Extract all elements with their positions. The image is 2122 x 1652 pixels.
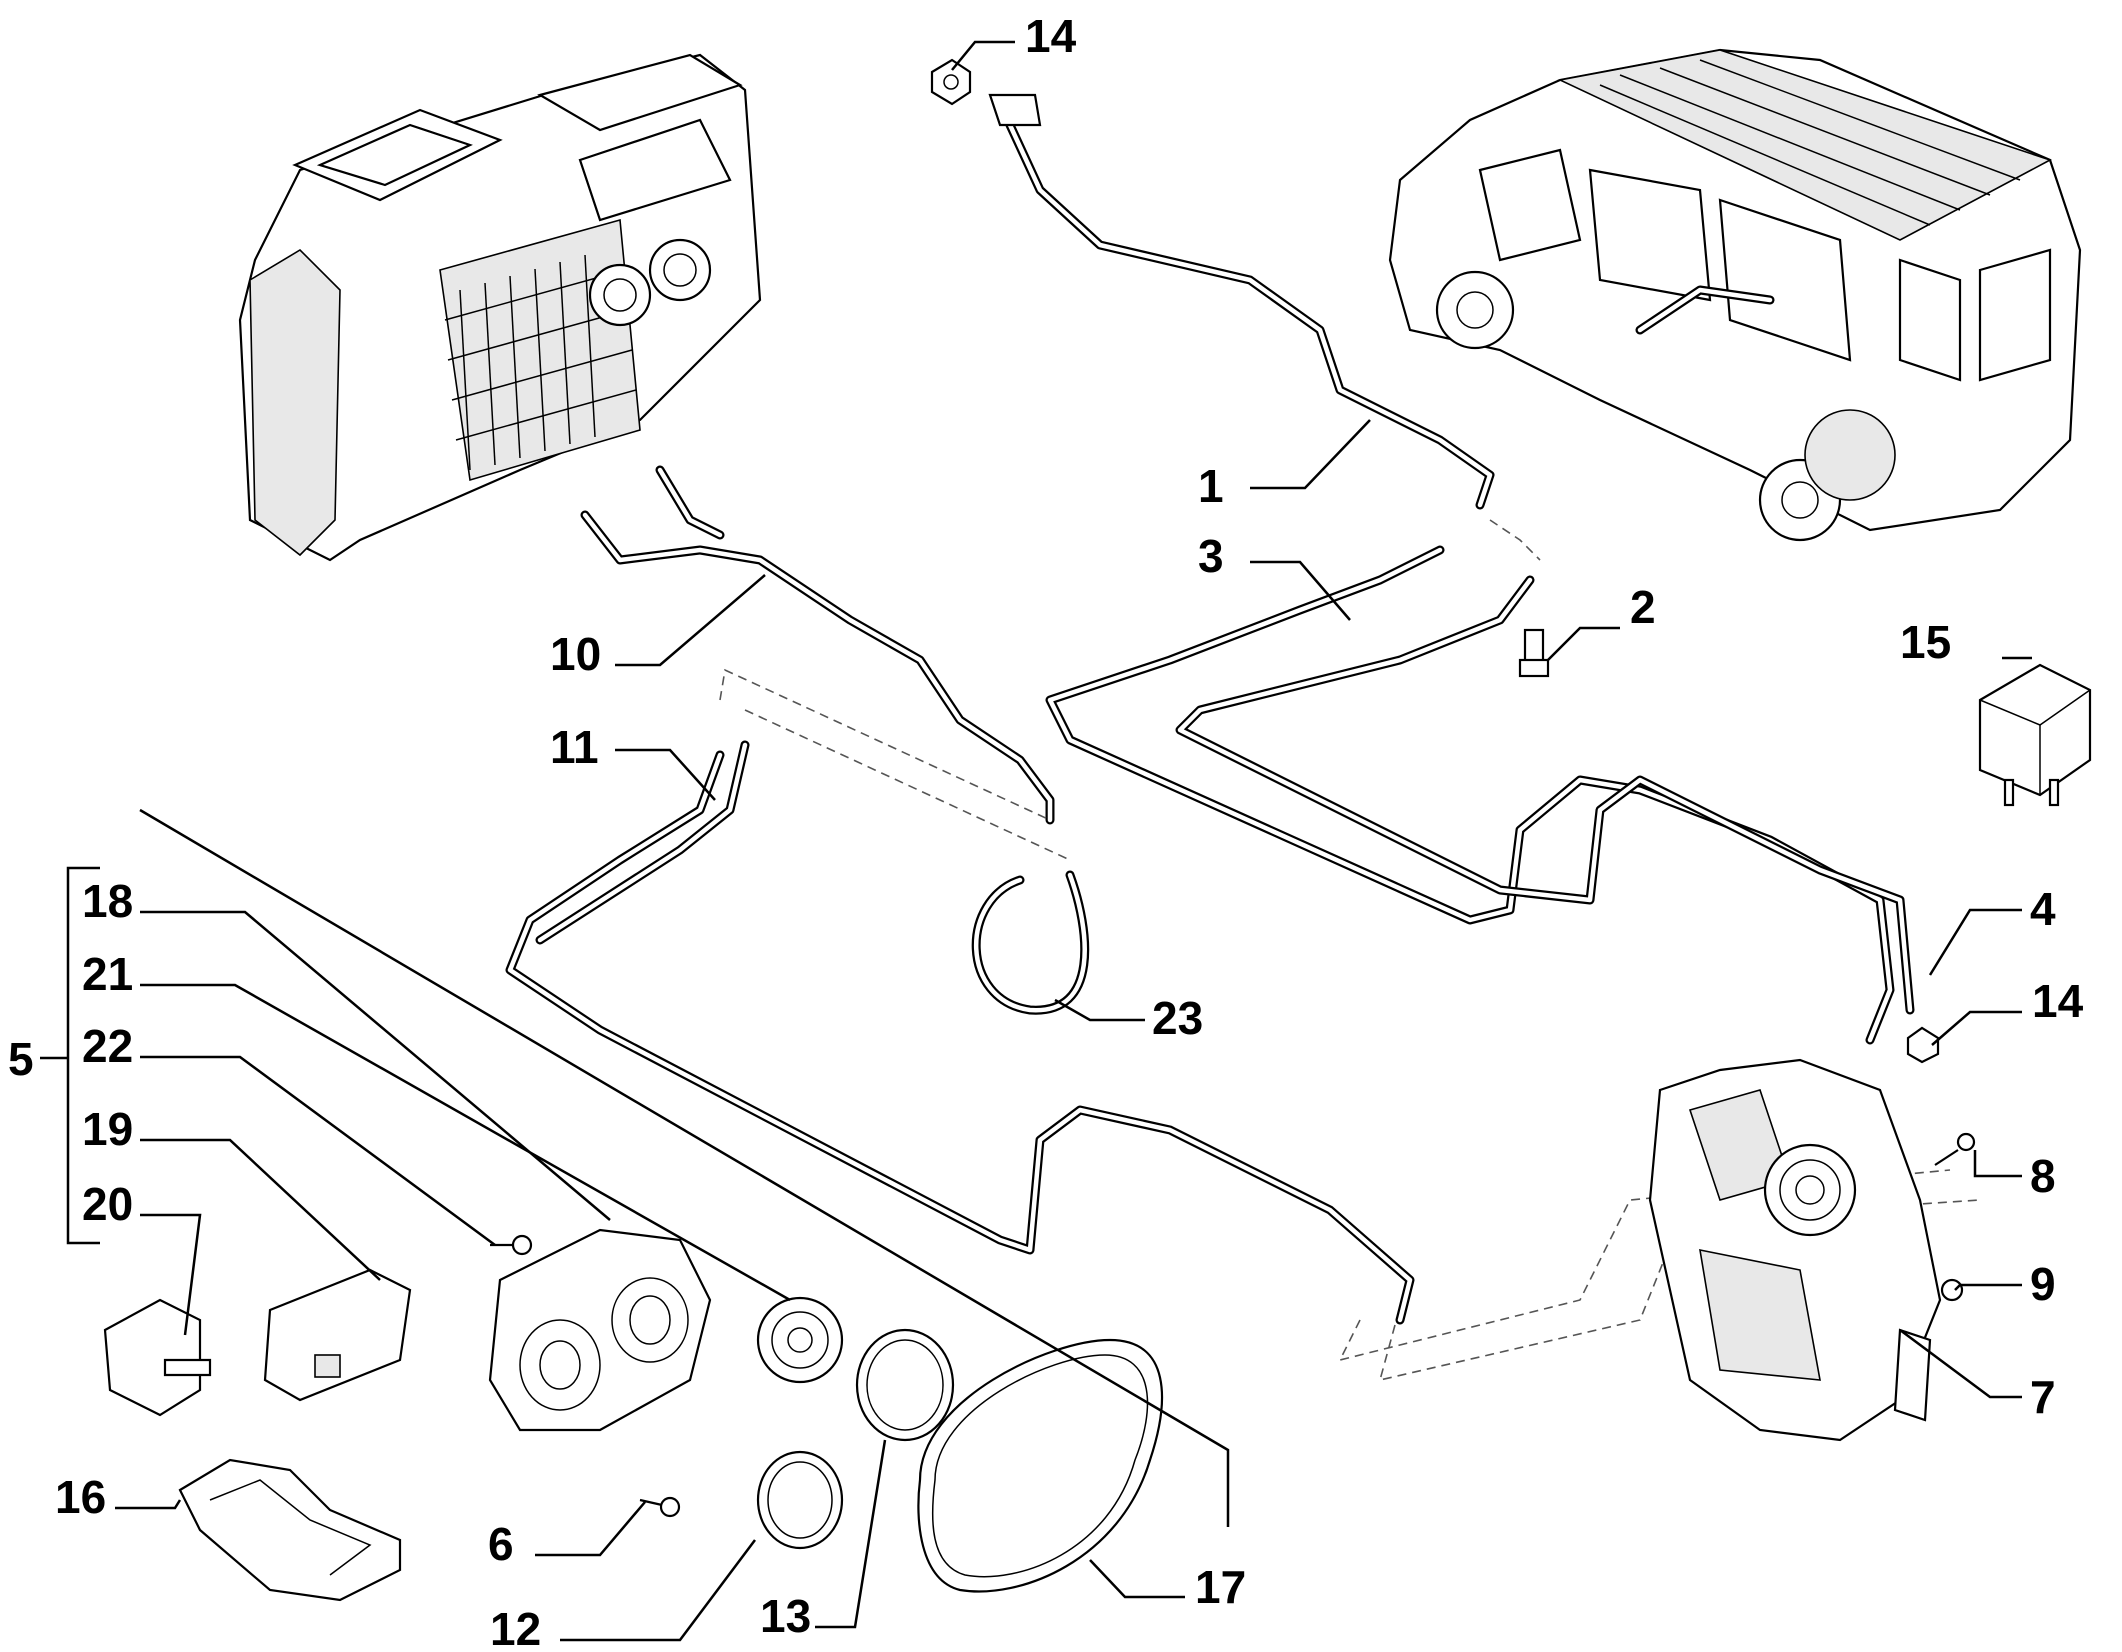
callout-13: 13 [760, 1590, 811, 1642]
callout-12: 12 [490, 1603, 541, 1652]
callout-16: 16 [55, 1471, 106, 1523]
relay-icon[interactable] [1978, 663, 2092, 807]
callout-21: 21 [82, 948, 133, 1000]
gasket-13-icon[interactable] [855, 1328, 955, 1442]
callout-23: 23 [1152, 992, 1203, 1044]
callout-14-top: 14 [1025, 10, 1077, 62]
callout-1: 1 [1198, 460, 1224, 512]
heater-blower-unit-icon[interactable] [238, 53, 762, 562]
hose-1[interactable] [988, 93, 1495, 510]
callout-10: 10 [550, 628, 601, 680]
callout-14-right: 14 [2032, 975, 2084, 1027]
vent-panel-icon[interactable] [488, 1228, 712, 1432]
round-vent-icon[interactable] [756, 1296, 844, 1384]
callout-20: 20 [82, 1178, 133, 1230]
group-bracket-5 [40, 866, 100, 1245]
callout-9: 9 [2030, 1258, 2056, 1310]
callout-4: 4 [2030, 883, 2056, 935]
callout-22: 22 [82, 1020, 133, 1072]
hose-3[interactable] [1045, 545, 1895, 1045]
callout-17: 17 [1195, 1561, 1246, 1613]
screw-9-icon[interactable] [1940, 1278, 1964, 1302]
callout-5: 5 [8, 1033, 34, 1085]
callout-labels: 14 1 3 2 15 4 14 8 9 7 10 11 23 18 21 22… [8, 10, 2084, 1652]
callout-6: 6 [488, 1518, 514, 1570]
callout-11: 11 [550, 721, 599, 773]
bracket-16-icon[interactable] [178, 1458, 402, 1602]
hose-4[interactable] [1175, 575, 1915, 1015]
nut-14-top-icon[interactable] [930, 58, 972, 106]
control-board-19-icon[interactable] [263, 1268, 412, 1402]
van-icon[interactable] [1388, 48, 2082, 542]
gasket-icon[interactable] [756, 1450, 844, 1550]
callout-3: 3 [1198, 530, 1224, 582]
bolt-2-icon[interactable] [1518, 628, 1550, 678]
screw-8-icon[interactable] [1934, 1132, 1976, 1166]
oval-gasket-icon[interactable] [917, 1338, 1164, 1593]
nut-14-right-icon[interactable] [1906, 1026, 1940, 1064]
callout-7: 7 [2030, 1371, 2056, 1423]
callout-8: 8 [2030, 1150, 2056, 1202]
rear-heater-unit-icon[interactable] [1648, 1058, 1942, 1442]
callout-19: 19 [82, 1103, 133, 1155]
hose-10[interactable] [580, 465, 1055, 825]
hose-23[interactable] [971, 870, 1090, 1015]
callout-18: 18 [82, 875, 133, 927]
screw-6-icon[interactable] [639, 1496, 681, 1518]
hose-11[interactable] [505, 740, 1415, 1325]
leader-lines [115, 40, 2032, 1642]
actuator-20-icon[interactable] [103, 1298, 212, 1417]
callout-15: 15 [1900, 616, 1951, 668]
callout-2: 2 [1630, 581, 1656, 633]
screw-22-icon[interactable] [490, 1234, 533, 1256]
